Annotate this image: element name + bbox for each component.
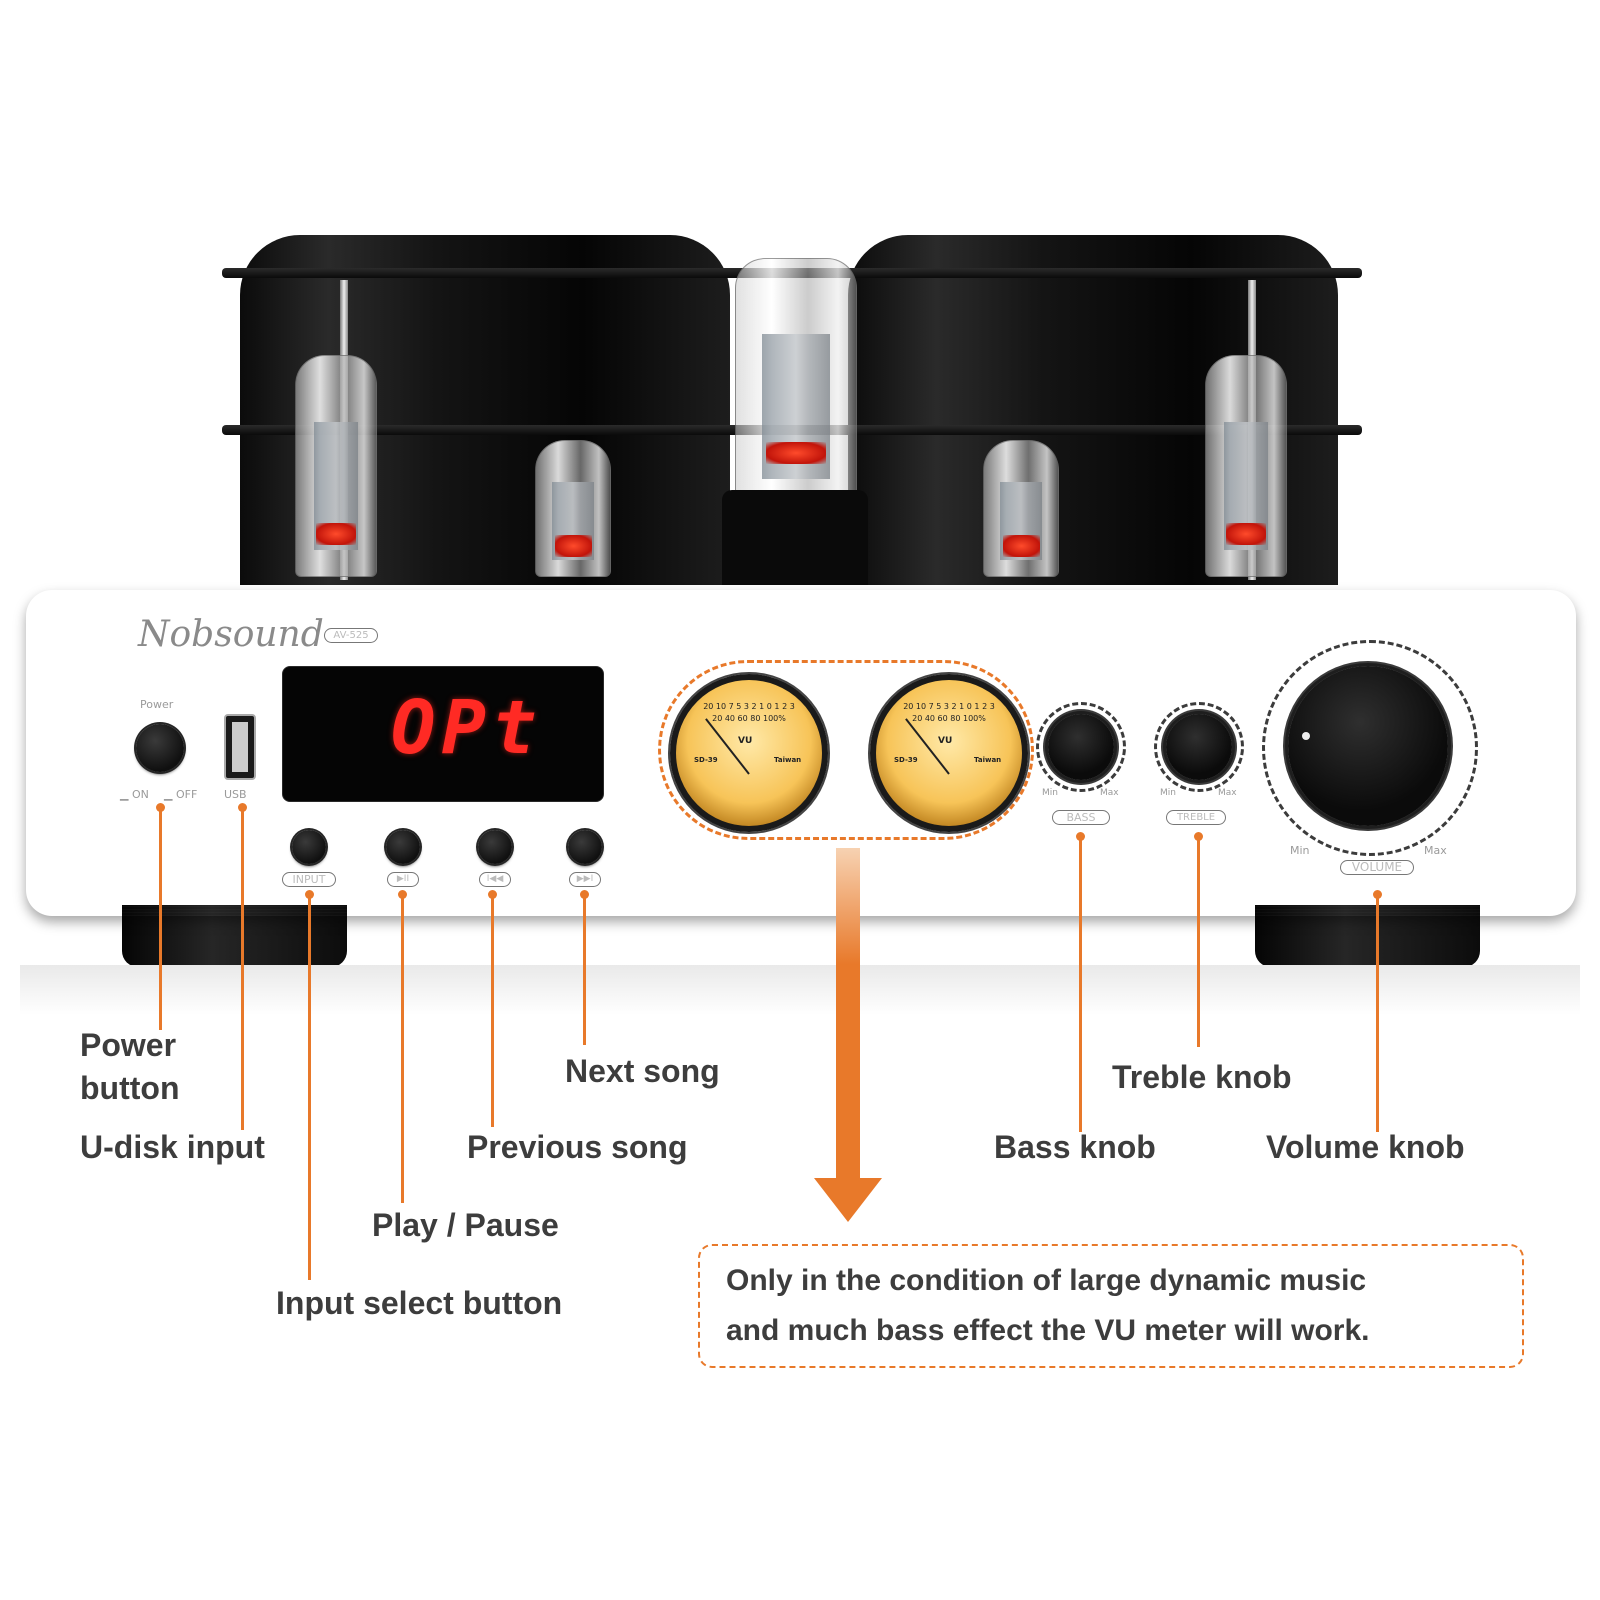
callout-line-power (159, 808, 162, 1030)
note-line-2: and much bass effect the VU meter will w… (726, 1314, 1370, 1347)
usb-port[interactable] (224, 714, 256, 780)
callout-dot-treble (1194, 832, 1203, 841)
vu-arrow-head (814, 1178, 882, 1222)
label-power-button: Power button (80, 1027, 180, 1107)
right-foot (1255, 905, 1480, 967)
previous-tag: I◀◀ (479, 872, 511, 887)
play-pause-button[interactable] (386, 830, 420, 864)
power-button[interactable] (136, 724, 184, 772)
play-pause-tag: ▶II (387, 872, 419, 887)
bass-tag: BASS (1052, 810, 1110, 825)
volume-max-label: Max (1424, 844, 1447, 857)
vu-meter-note: Only in the condition of large dynamic m… (698, 1244, 1524, 1368)
label-bass-knob: Bass knob (994, 1129, 1156, 1165)
preamp-tube (295, 355, 377, 577)
floor-reflection (20, 965, 1580, 1015)
previous-button[interactable] (478, 830, 512, 864)
callout-line-bass (1079, 837, 1082, 1132)
vu-arrow-shaft (836, 848, 860, 1180)
callout-dot-power (156, 803, 165, 812)
callout-dot-previous (488, 890, 497, 899)
led-display: OPt (282, 666, 604, 802)
power-label: Power (140, 698, 174, 711)
on-label: ▁ ON (120, 788, 149, 801)
label-input-select: Input select button (276, 1285, 563, 1321)
callout-dot-usb (238, 803, 247, 812)
treble-tag: TREBLE (1166, 810, 1226, 825)
input-button[interactable] (292, 830, 326, 864)
volume-min-label: Min (1290, 844, 1310, 857)
volume-indicator (1302, 732, 1310, 740)
bass-knob[interactable] (1048, 714, 1114, 780)
volume-knob-scale (1262, 640, 1478, 856)
preamp-tube (983, 440, 1059, 577)
callout-line-previous (491, 895, 494, 1127)
treble-max-label: Max (1218, 788, 1237, 798)
callout-line-usb (241, 808, 244, 1130)
label-play-pause: Play / Pause (372, 1207, 559, 1243)
label-volume-knob: Volume knob (1266, 1129, 1465, 1165)
preamp-tube (535, 440, 611, 577)
treble-knob[interactable] (1166, 714, 1232, 780)
off-label: ▁ OFF (164, 788, 198, 801)
callout-line-input (308, 895, 311, 1280)
tube-socket (722, 490, 868, 585)
display-text: OPt (391, 685, 543, 771)
callout-dot-next (580, 890, 589, 899)
preamp-tube (1205, 355, 1287, 577)
label-next-song: Next song (565, 1053, 720, 1089)
volume-tag: VOLUME (1340, 860, 1414, 875)
callout-dot-volume (1373, 890, 1382, 899)
label-treble-knob: Treble knob (1112, 1059, 1292, 1095)
usb-label: USB (224, 788, 247, 801)
callout-dot-input (305, 890, 314, 899)
callout-dot-play (398, 890, 407, 899)
vu-meter-highlight (658, 660, 1034, 840)
next-tag: ▶▶I (569, 872, 601, 887)
amplifier-image: Nobsound AV-525 Power ▁ ON ▁ OFF USB OPt… (20, 235, 1580, 1015)
bass-min-label: Min (1042, 788, 1058, 798)
next-button[interactable] (568, 830, 602, 864)
callout-line-treble (1197, 837, 1200, 1047)
treble-min-label: Min (1160, 788, 1176, 798)
callout-line-play (401, 895, 404, 1203)
volume-knob[interactable] (1288, 666, 1448, 826)
label-u-disk-input: U-disk input (80, 1129, 265, 1165)
power-tube (735, 258, 857, 510)
callout-dot-bass (1076, 832, 1085, 841)
callout-line-next (583, 895, 586, 1045)
model-badge: AV-525 (324, 628, 378, 643)
note-line-1: Only in the condition of large dynamic m… (726, 1264, 1367, 1297)
front-panel: Nobsound AV-525 Power ▁ ON ▁ OFF USB OPt… (26, 590, 1576, 916)
input-tag: INPUT (282, 872, 336, 887)
brand-logo: Nobsound (138, 614, 324, 655)
callout-line-volume (1376, 895, 1379, 1132)
treble-knob-scale (1154, 702, 1244, 792)
bass-knob-scale (1036, 702, 1126, 792)
bass-max-label: Max (1100, 788, 1119, 798)
label-previous-song: Previous song (467, 1129, 688, 1165)
